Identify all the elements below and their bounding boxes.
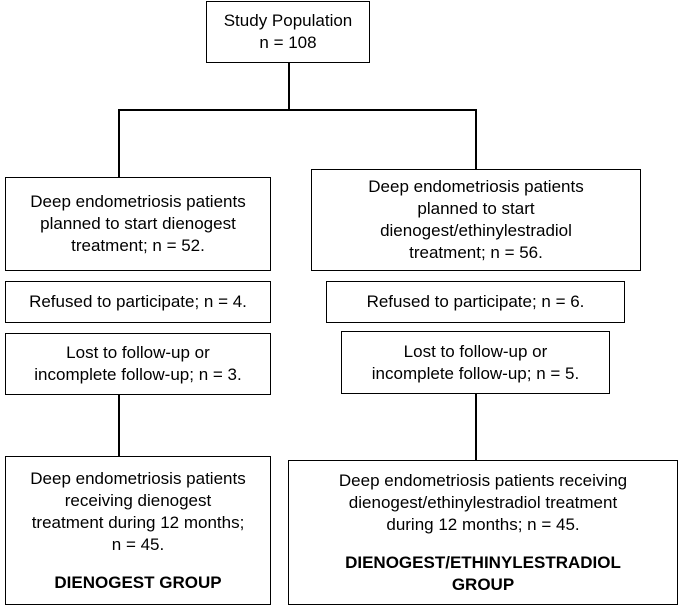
study-population-box: Study Population n = 108 [206,1,370,63]
dienogest-group-label: DIENOGEST GROUP [54,572,222,592]
connector-branch-right [475,109,477,170]
connector-population-down [288,62,290,110]
right-receiving-text: Deep endometriosis patients receiving di… [338,470,628,534]
right-planned-text: Deep endometriosis patients planned to s… [368,177,584,262]
right-planned-box: Deep endometriosis patients planned to s… [311,169,641,271]
left-lost-text: Lost to follow-up or incomplete follow-u… [34,343,242,384]
right-receiving-box: Deep endometriosis patients receiving di… [288,460,678,605]
left-receiving-text: Deep endometriosis patients receiving di… [30,468,246,554]
left-refused-text: Refused to participate; n = 4. [29,292,247,311]
right-lost-text: Lost to follow-up or incomplete follow-u… [371,341,580,383]
left-receiving-box: Deep endometriosis patients receiving di… [5,456,271,605]
left-refused-box: Refused to participate; n = 4. [5,281,271,323]
connector-branch-left [118,109,120,178]
left-planned-text: Deep endometriosis patients planned to s… [30,192,246,255]
right-refused-box: Refused to participate; n = 6. [326,281,625,323]
study-population-count: n = 108 [259,33,317,52]
study-population-title: Study Population [223,11,353,30]
connector-left-lost-to-receiving [118,394,120,457]
connector-right-lost-to-receiving [475,393,477,461]
left-planned-box: Deep endometriosis patients planned to s… [5,177,271,271]
dienogest-ethinylestradiol-group-label: DIENOGEST/ETHINYLESTRADIOL GROUP [345,552,621,594]
connector-branch-horizontal [118,109,476,111]
right-lost-box: Lost to follow-up or incomplete follow-u… [341,331,610,394]
right-refused-text: Refused to participate; n = 6. [366,292,585,311]
left-lost-box: Lost to follow-up or incomplete follow-u… [5,333,271,395]
